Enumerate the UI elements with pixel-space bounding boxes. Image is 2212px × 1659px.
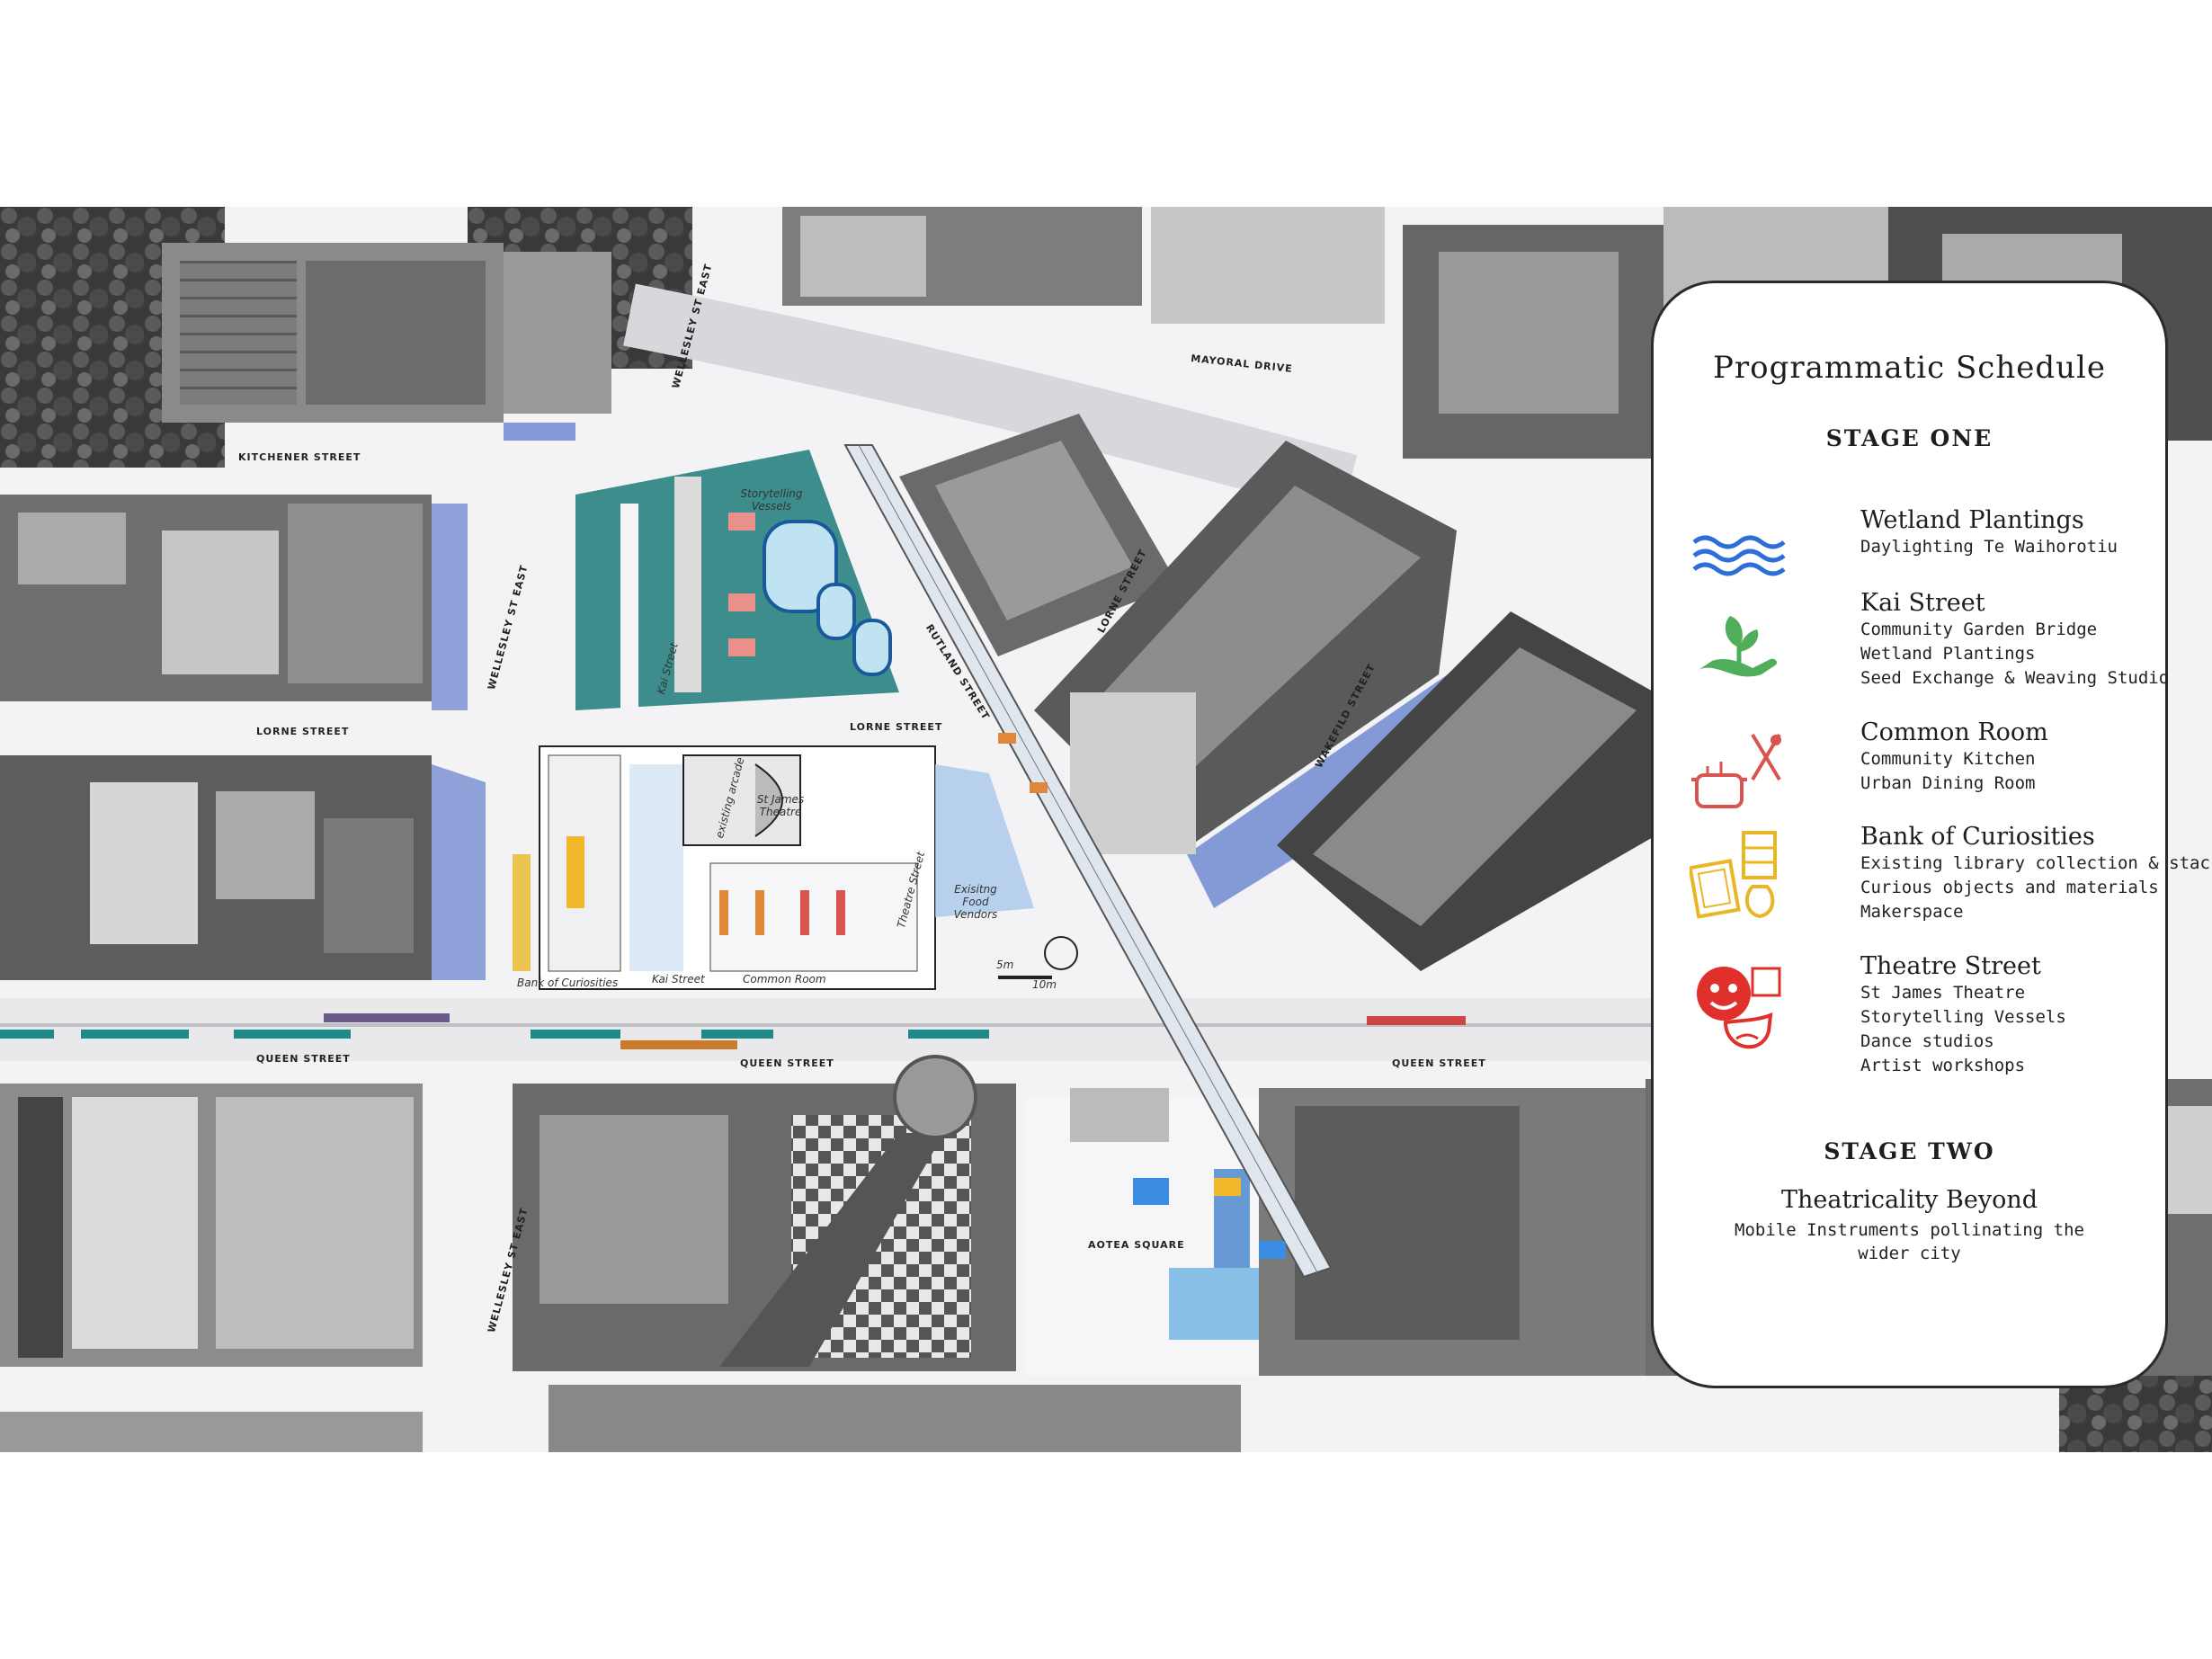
street-label-queen-west: QUEEN STREET (256, 1053, 351, 1065)
legend-item-sub: Daylighting Te Waihorotiu (1860, 537, 2118, 557)
water-waves-icon (1692, 535, 1786, 576)
programmatic-schedule-legend: Programmatic Schedule STAGE ONE Wetland … (1651, 281, 2212, 1388)
legend-item-title: Kai Street (1860, 589, 1985, 617)
north-compass (1044, 936, 1078, 970)
street-label-lorne-west: LORNE STREET (256, 726, 350, 737)
street-label-queen-mid: QUEEN STREET (740, 1057, 834, 1069)
wetland-zone (575, 450, 899, 710)
legend-item-theatre-street: Theatre Street St James Theatre Storytel… (1690, 952, 2157, 1078)
legend-item-sub: Dance studios (1860, 1031, 1994, 1051)
legend-item-kai-street: Kai Street Community Garden Bridge Wetla… (1690, 589, 2169, 715)
stage-two-desc-line: wider city (1858, 1244, 1961, 1263)
legend-item-sub: Storytelling Vessels (1860, 1007, 2066, 1027)
legend-item-sub: Artist workshops (1860, 1056, 2026, 1075)
legend-item-bank-of-curiosities: Bank of Curiosities Existing library col… (1690, 823, 2212, 949)
place-label-aotea: AOTEA SQUARE (1088, 1239, 1185, 1251)
street-label-queen-east: QUEEN STREET (1392, 1057, 1486, 1069)
site-label-common-room: Common Room (743, 973, 826, 986)
kai-street-bridge (843, 444, 1333, 1279)
pot-cutlery-icon (1691, 733, 1781, 808)
legend-item-sub: Community Garden Bridge (1860, 620, 2098, 639)
legend-item-sub: Seed Exchange & Weaving Studio (1860, 668, 2170, 688)
legend-item-title: Wetland Plantings (1860, 506, 2084, 534)
legend-item-sub: Wetland Plantings (1860, 644, 2036, 664)
legend-title: Programmatic Schedule (1712, 350, 2107, 386)
scale-label-10m: 10m (1032, 978, 1057, 991)
legend-item-title: Theatre Street (1860, 952, 2041, 980)
legend-item-sub: St James Theatre (1860, 983, 2026, 1003)
legend-item-title: Common Room (1860, 718, 2048, 746)
stage-two-heading: STAGE TWO (1824, 1138, 1995, 1164)
legend-item-sub: Makerspace (1860, 902, 1964, 922)
legend-item-wetland: Wetland Plantings Daylighting Te Waihoro… (1690, 506, 2157, 632)
theatre-masks-icon (1697, 967, 1781, 1049)
building (1151, 207, 1385, 324)
legend-item-sub: Curious objects and materials (1860, 878, 2159, 897)
building (549, 1385, 1241, 1452)
legend-item-sub: Community Kitchen (1860, 749, 2036, 769)
building (1070, 692, 1196, 854)
site-label-existing-food-vendors: Exisitng Food Vendors (953, 883, 998, 921)
site-label-kai-street: Kai Street (652, 973, 705, 986)
legend-item-title: Bank of Curiosities (1860, 823, 2095, 851)
street-label-lorne-mid: LORNE STREET (850, 721, 943, 733)
building (0, 1412, 423, 1452)
legend-item-sub: Urban Dining Room (1860, 773, 2036, 793)
legend-item-sub: Existing library collection & stack (1860, 853, 2212, 873)
scale-bar-graphic (998, 976, 1052, 979)
site-label-st-james-theatre: St James Theatre (756, 793, 805, 818)
street-label-kitchener: KITCHENER STREET (238, 451, 361, 463)
hand-plant-icon (1699, 616, 1778, 677)
scale-label-5m: 5m (996, 959, 1014, 971)
stage-two-desc-line: Mobile Instruments pollinating the (1735, 1220, 2084, 1240)
books-frame-icon (1690, 831, 1777, 919)
stage-two-title: Theatricality Beyond (1780, 1186, 2038, 1214)
legend-item-common-room: Common Room Community Kitchen Urban Dini… (1690, 718, 2157, 844)
stage-one-heading: STAGE ONE (1825, 425, 1993, 451)
site-label-storytelling-vessels: Storytelling Vessels (740, 487, 803, 513)
dome (893, 1055, 977, 1139)
building (504, 252, 611, 414)
site-label-bank-of-curiosities: Bank of Curiosities (517, 977, 619, 989)
